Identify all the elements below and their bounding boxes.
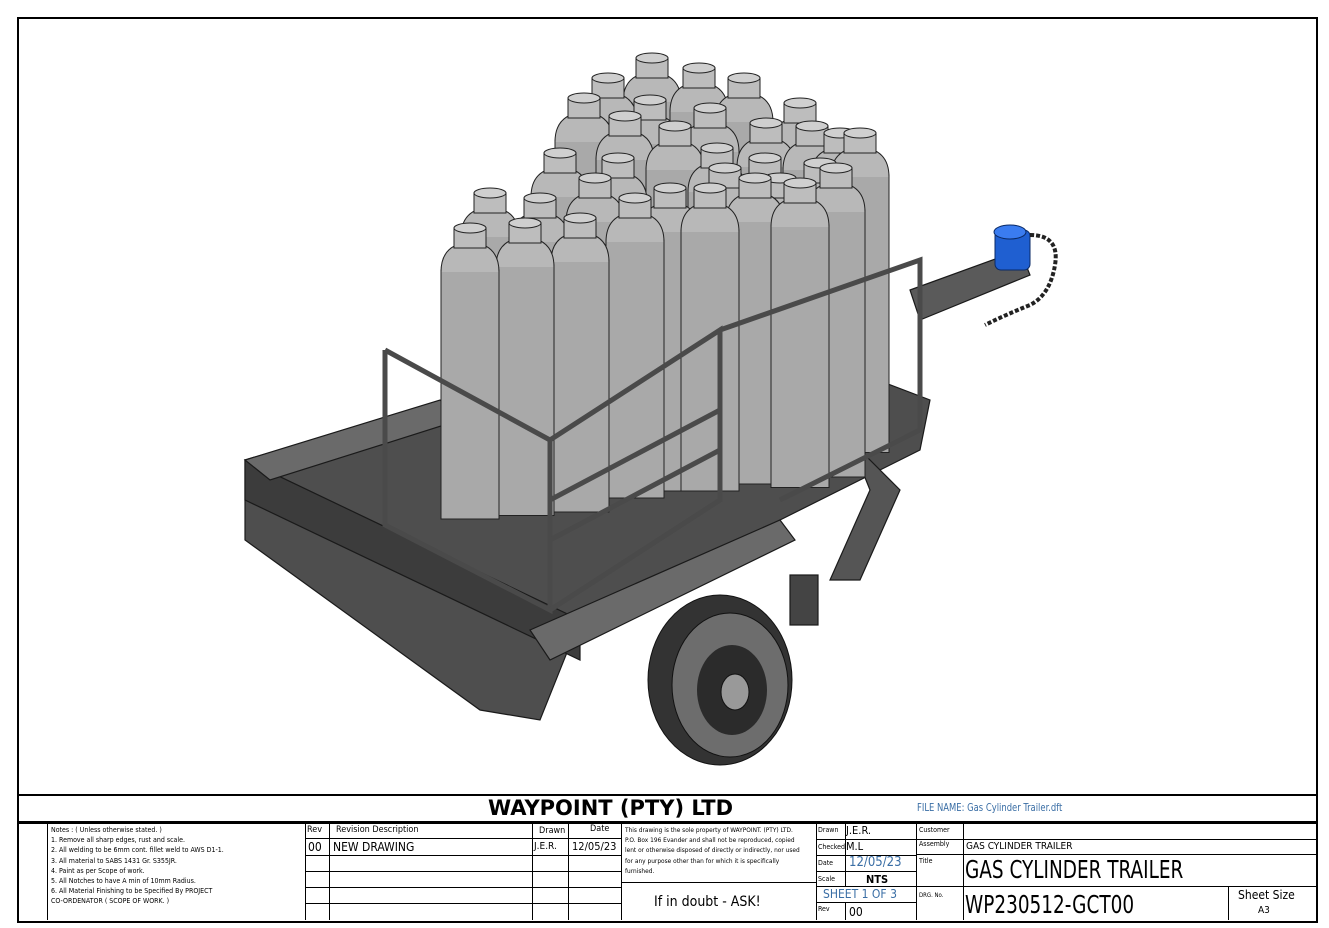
divider — [19, 794, 1316, 796]
scale-value: NTS — [866, 873, 889, 886]
hitch-coupling — [984, 224, 1058, 327]
drawn-header: Drawn — [539, 826, 566, 836]
wheel — [647, 594, 793, 766]
customer-label: Customer — [919, 826, 950, 834]
description-header: Revision Description — [336, 825, 419, 835]
gas-cylinder — [440, 222, 500, 520]
sheet-number: SHEET 1 OF 3 — [823, 887, 897, 901]
drawing-sheet-border — [17, 17, 1318, 923]
checked-value: M.L — [846, 840, 864, 853]
description-cell: NEW DRAWING — [333, 840, 415, 854]
gas-cylinder — [495, 217, 555, 516]
title-label: Title — [919, 857, 933, 865]
drawn-label: Drawn — [818, 826, 839, 834]
rev-value: 00 — [849, 905, 863, 919]
divider — [19, 821, 1316, 824]
sheet-size-value: A3 — [1258, 905, 1270, 916]
drawn-cell: J.E.R. — [534, 841, 557, 852]
date-cell: 12/05/23 — [572, 840, 617, 853]
rev-cell: 00 — [308, 840, 322, 854]
rev-label: Rev — [818, 905, 830, 913]
trailer-isometric-view — [243, 52, 1058, 766]
drawn-value: J.E.R. — [846, 824, 872, 837]
date-label: Date — [818, 859, 834, 867]
gas-cylinder — [550, 212, 610, 513]
assembly-value: GAS CYLINDER TRAILER — [966, 841, 1073, 852]
scale-label: Scale — [818, 875, 835, 883]
property-notice: This drawing is the sole property of WAY… — [625, 826, 800, 875]
gas-cylinder — [680, 182, 740, 492]
assembly-label: Assembly — [919, 840, 950, 848]
drawing-number: WP230512-GCT00 — [965, 890, 1135, 919]
rev-header: Rev — [307, 825, 322, 835]
drawing-title: GAS CYLINDER TRAILER — [965, 855, 1184, 884]
gas-cylinder — [770, 177, 830, 488]
if-in-doubt-note: If in doubt - ASK! — [654, 894, 761, 910]
sheet-size-label: Sheet Size — [1238, 888, 1295, 902]
drawing-number-label: DRG. No. — [919, 892, 944, 899]
date-value: 12/05/23 — [849, 855, 902, 870]
checked-label: Checked — [818, 843, 846, 851]
date-header: Date — [590, 824, 610, 834]
company-name: WAYPOINT (PTY) LTD — [488, 796, 734, 820]
file-name: FILE NAME: Gas Cylinder Trailer.dft — [917, 801, 1063, 814]
general-notes: Notes : ( Unless otherwise stated. )1. R… — [51, 826, 224, 906]
